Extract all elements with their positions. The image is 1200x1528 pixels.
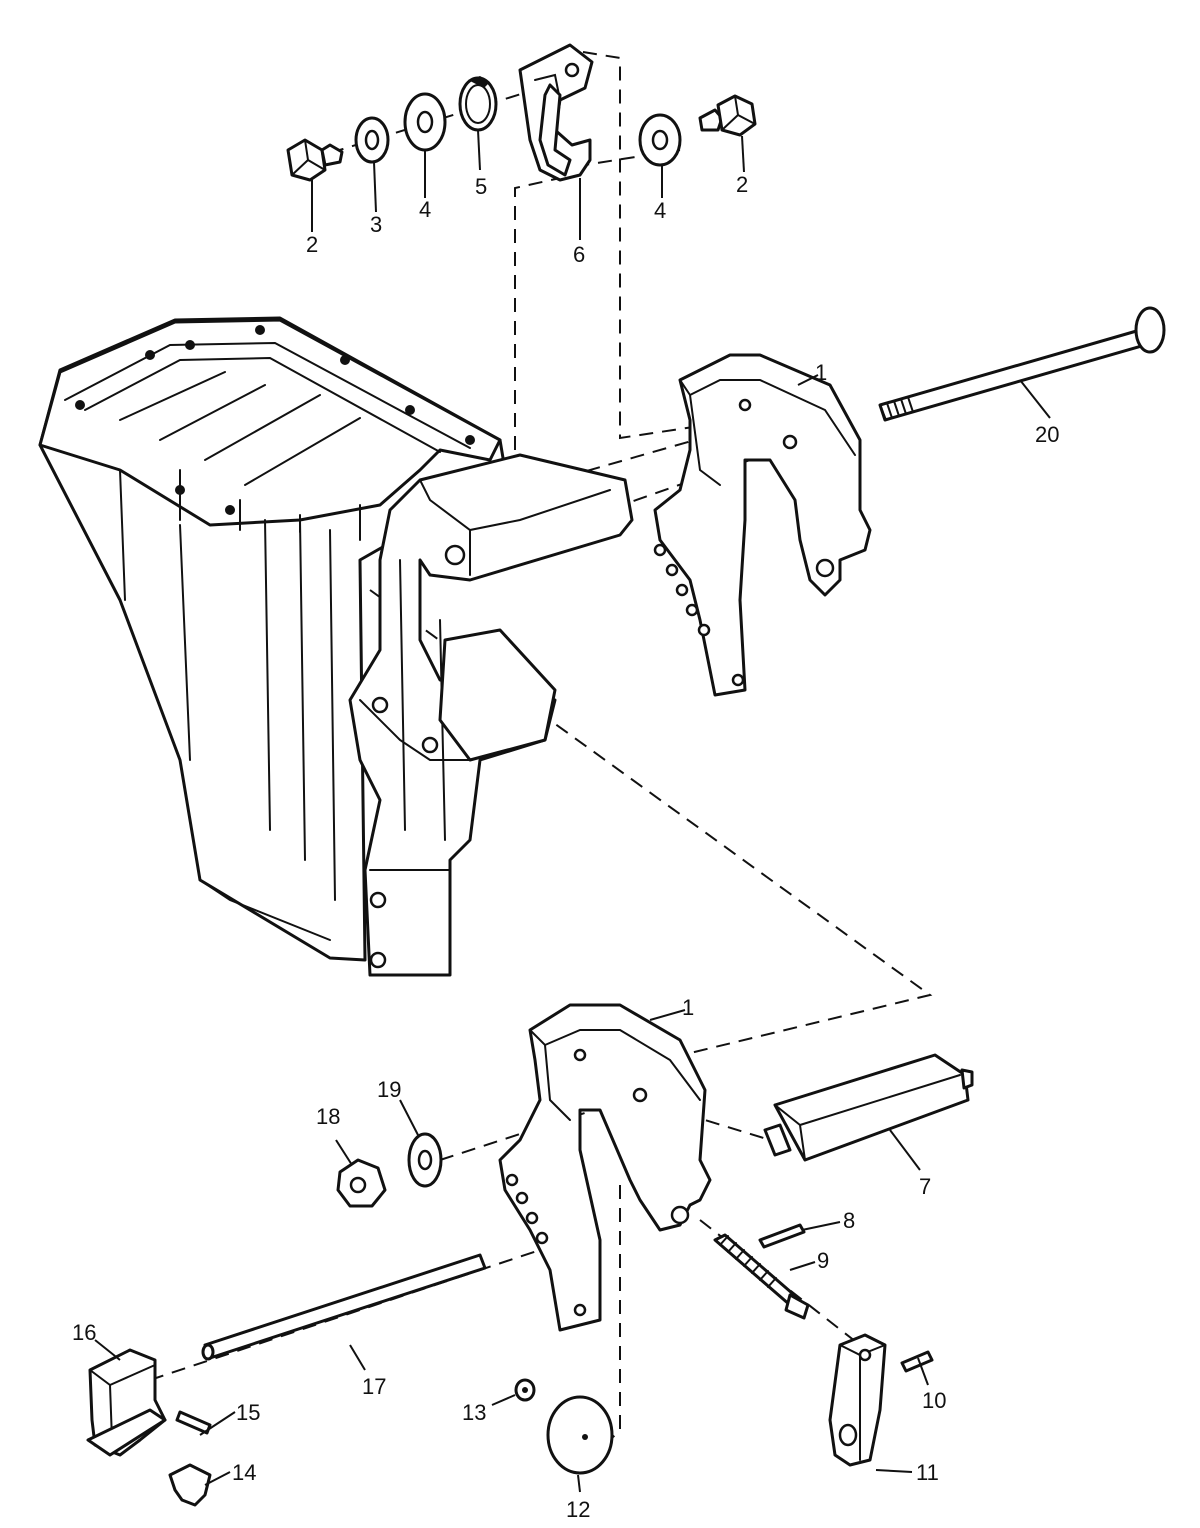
callout-16: 16 [72, 1320, 96, 1345]
washer-4-left [403, 92, 447, 152]
callout-18: 18 [316, 1104, 340, 1129]
tilt-lever-16 [86, 1348, 167, 1457]
clamp-bracket-upper [653, 353, 872, 697]
pin-10 [900, 1350, 934, 1373]
tilt-cylinder-7 [763, 1053, 974, 1162]
callout-14: 14 [232, 1460, 256, 1485]
pin-8 [758, 1223, 806, 1249]
callout-2-left: 2 [306, 232, 318, 257]
pivot-bolt-left [286, 138, 344, 182]
tilt-lock-lever-6 [518, 43, 594, 182]
callout-10: 10 [922, 1388, 946, 1413]
locknut-18 [336, 1158, 387, 1208]
callout-7: 7 [919, 1174, 931, 1199]
spring-9 [713, 1233, 810, 1320]
callout-12: 12 [566, 1497, 590, 1522]
callout-8: 8 [843, 1208, 855, 1233]
pivot-bolt-right [698, 94, 757, 137]
tilt-rod-17 [201, 1253, 487, 1361]
callout-20: 20 [1035, 422, 1059, 447]
clip-14 [168, 1463, 212, 1507]
leader-lines [94, 129, 1051, 1493]
callout-1-upper: 1 [815, 360, 827, 385]
washer-19 [407, 1132, 443, 1188]
callout-15: 15 [236, 1400, 260, 1425]
tilt-tube-20 [878, 306, 1166, 422]
retaining-ring-5 [458, 76, 498, 132]
callout-19: 19 [377, 1077, 401, 1102]
callout-6: 6 [573, 242, 585, 267]
pin-15 [175, 1410, 212, 1435]
callout-9: 9 [817, 1248, 829, 1273]
tilt-lever-11 [828, 1333, 887, 1467]
clamp-bracket-lower [498, 1003, 712, 1332]
callout-1-lower: 1 [682, 995, 694, 1020]
callout-3: 3 [370, 212, 382, 237]
swivel-bracket [348, 453, 634, 977]
callout-13: 13 [462, 1400, 486, 1425]
callout-4-right: 4 [654, 198, 666, 223]
callouts: 2 3 4 5 6 4 2 1 20 1 19 18 7 8 9 16 17 1… [72, 172, 1059, 1522]
cap-12 [546, 1395, 614, 1475]
callout-5: 5 [475, 174, 487, 199]
callout-11: 11 [916, 1460, 939, 1485]
callout-17: 17 [362, 1374, 386, 1399]
callout-2-right: 2 [736, 172, 748, 197]
callout-4-left: 4 [419, 197, 431, 222]
washer-4-right [638, 113, 682, 167]
washer-3 [354, 116, 390, 164]
driveshaft-housing [38, 316, 507, 962]
screw-13 [514, 1378, 536, 1402]
